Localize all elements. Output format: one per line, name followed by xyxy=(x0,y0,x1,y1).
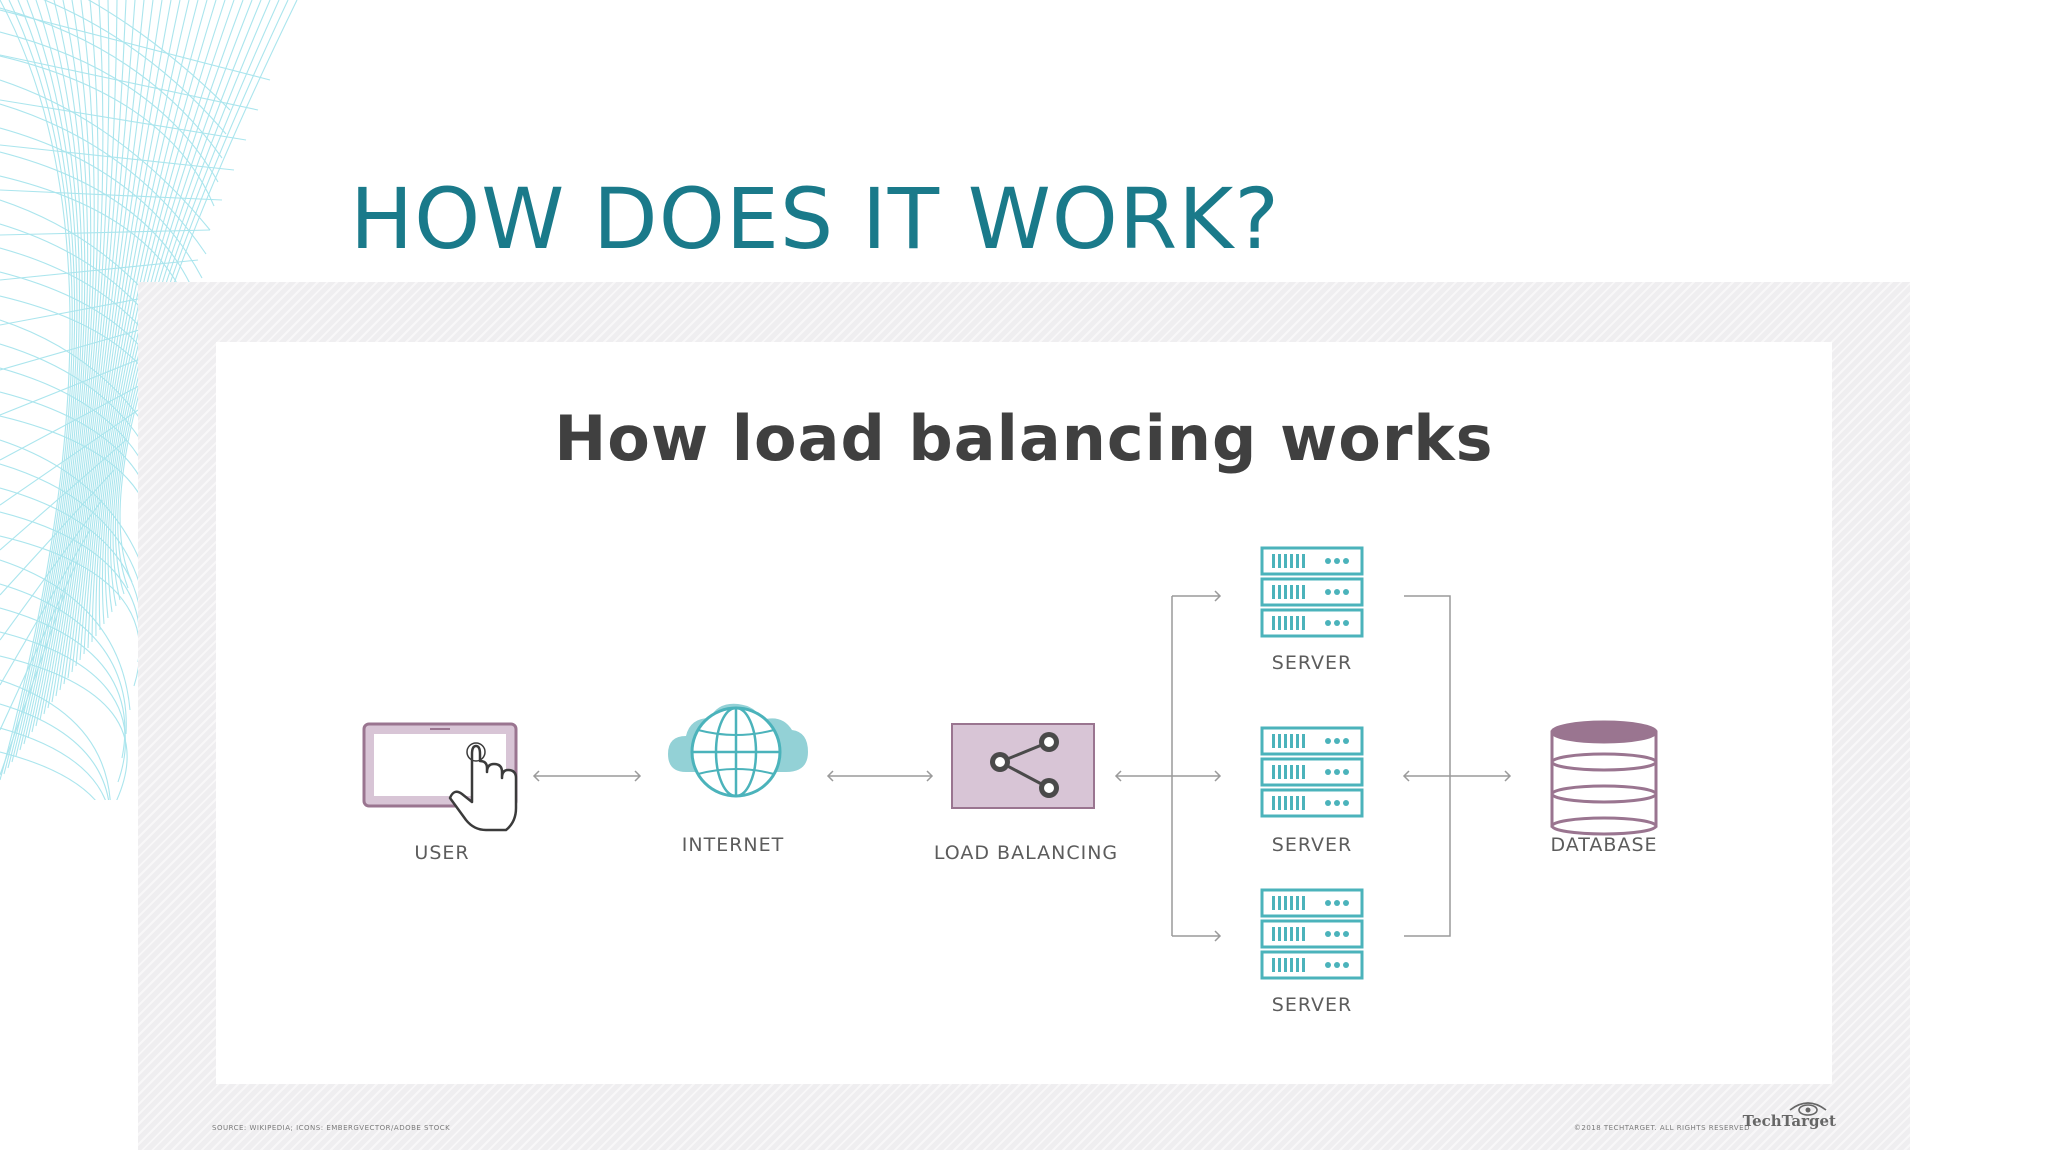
copyright-notice: ©2018 TECHTARGET. ALL RIGHTS RESERVED xyxy=(1573,1124,1750,1132)
node-label-internet: INTERNET xyxy=(681,834,785,856)
share-node-icon xyxy=(951,723,1095,809)
arrow-lb-server-3 xyxy=(1172,930,1222,942)
eye-logo-icon xyxy=(1789,1102,1827,1116)
node-label-server-3: SERVER xyxy=(1271,994,1353,1016)
diagram-image: How load balancing works USER INTERNET L… xyxy=(138,282,1910,1150)
diagram-canvas xyxy=(362,546,1658,980)
node-label-user: USER xyxy=(414,842,470,864)
node-label-load-balancing: LOAD BALANCING xyxy=(933,842,1119,864)
server-rack-icon xyxy=(1260,546,1364,638)
database-icon xyxy=(1550,720,1658,836)
diagram-title: How load balancing works xyxy=(554,402,1494,475)
node-label-database: DATABASE xyxy=(1550,834,1658,856)
tablet-touch-icon xyxy=(362,722,518,832)
arrow-internet-lb xyxy=(826,770,934,782)
arrow-lb-server-1 xyxy=(1172,590,1222,602)
brand-logo: TechTarget xyxy=(1742,1112,1836,1130)
diagram-panel: How load balancing works USER INTERNET L… xyxy=(216,342,1832,1084)
merge-connector xyxy=(1404,595,1451,937)
source-credit: SOURCE: WIKIPEDIA; ICONS: EMBERGVECTOR/A… xyxy=(212,1124,451,1132)
server-rack-icon xyxy=(1260,888,1364,980)
arrow-user-internet xyxy=(532,770,642,782)
globe-cloud-icon xyxy=(668,703,808,798)
server-rack-icon xyxy=(1260,726,1364,818)
node-label-server-2: SERVER xyxy=(1271,834,1353,856)
arrow-lb-server-2 xyxy=(1114,770,1222,782)
node-label-server-1: SERVER xyxy=(1271,652,1353,674)
arrow-servers-database xyxy=(1402,770,1512,782)
slide-title: HOW DOES IT WORK? xyxy=(350,170,1280,268)
